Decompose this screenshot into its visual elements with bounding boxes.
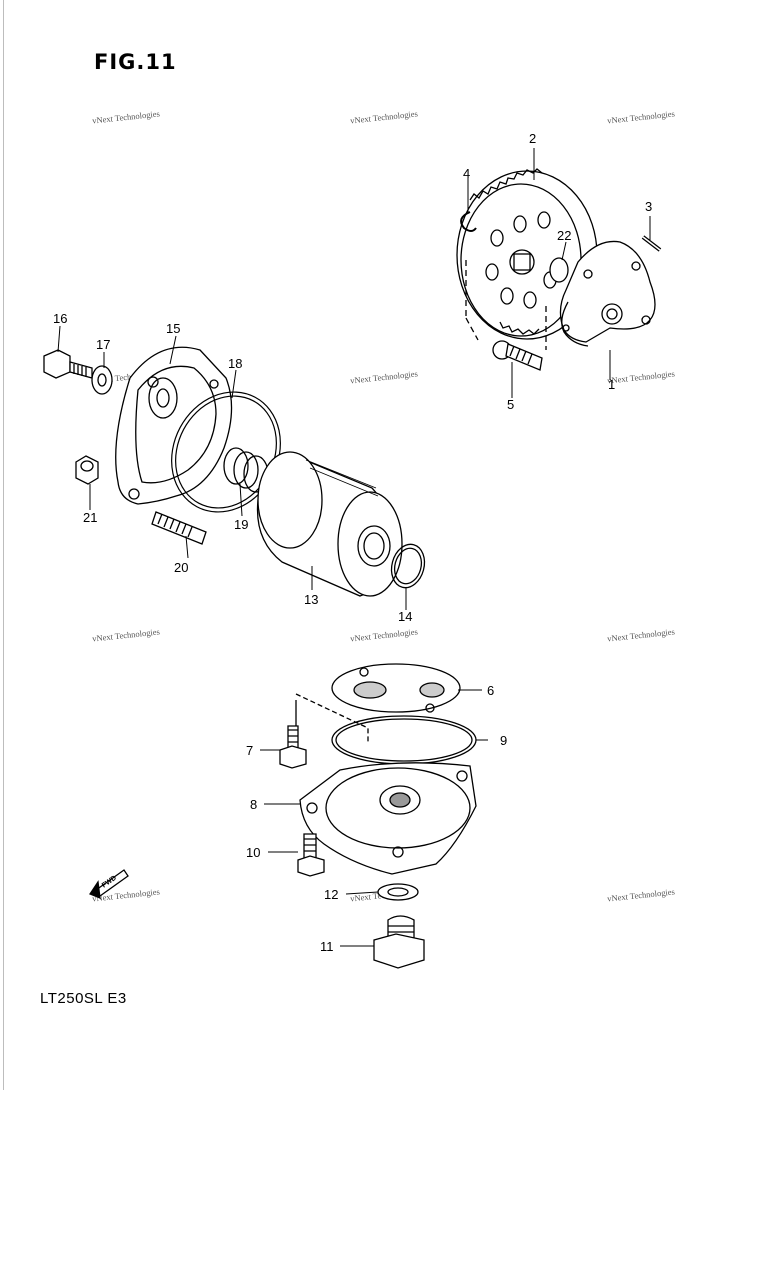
model-code: LT250SL E3: [40, 990, 127, 1007]
leader-lines: [57, 148, 651, 947]
part-label-22: 22: [557, 228, 571, 243]
drain-plug: [373, 915, 425, 969]
washer: [91, 365, 113, 395]
part-label-12: 12: [324, 887, 338, 902]
o-ring-small: [390, 543, 426, 589]
part-label-11: 11: [320, 939, 334, 954]
plate-bolt: [279, 700, 307, 769]
part-label-4: 4: [463, 166, 470, 181]
forward-arrow-icon: [89, 869, 129, 900]
stud-bolt: [151, 511, 207, 545]
figure-title: FIG.11: [94, 50, 177, 74]
part-number-labels: 1 2 3 4 5 6 7 8 9 10 11 12 13 14 15 16 1…: [53, 131, 652, 954]
filter-cap: [115, 346, 233, 505]
part-label-2: 2: [529, 131, 536, 146]
pump-bolt: [492, 340, 543, 371]
nut: [75, 455, 99, 485]
pin: [641, 235, 662, 252]
part-label-16: 16: [53, 311, 67, 326]
part-label-14: 14: [398, 609, 412, 624]
part-label-17: 17: [96, 337, 110, 352]
oil-pump-body: [559, 240, 656, 347]
part-label-20: 20: [174, 560, 188, 575]
part-label-7: 7: [246, 743, 253, 758]
part-label-13: 13: [304, 592, 318, 607]
part-label-6: 6: [487, 683, 494, 698]
cover-bolt: [297, 833, 325, 877]
part-label-10: 10: [246, 845, 260, 860]
part-label-3: 3: [645, 199, 652, 214]
part-label-18: 18: [228, 356, 242, 371]
sump-cover: [299, 762, 477, 875]
o-ring-sump: [331, 715, 477, 765]
part-label-9: 9: [500, 733, 507, 748]
cap-bolt: [43, 349, 93, 379]
part-label-21: 21: [83, 510, 97, 525]
part-label-1: 1: [608, 377, 615, 392]
part-label-8: 8: [250, 797, 257, 812]
page-border-line: [3, 0, 4, 1090]
oil-filter: [256, 451, 403, 597]
part-label-19: 19: [234, 517, 248, 532]
strainer-plate: [295, 663, 461, 742]
drain-gasket: [377, 883, 419, 901]
part-label-15: 15: [166, 321, 180, 336]
pump-gear: [456, 168, 598, 350]
part-label-5: 5: [507, 397, 514, 412]
circlip: [460, 211, 477, 232]
